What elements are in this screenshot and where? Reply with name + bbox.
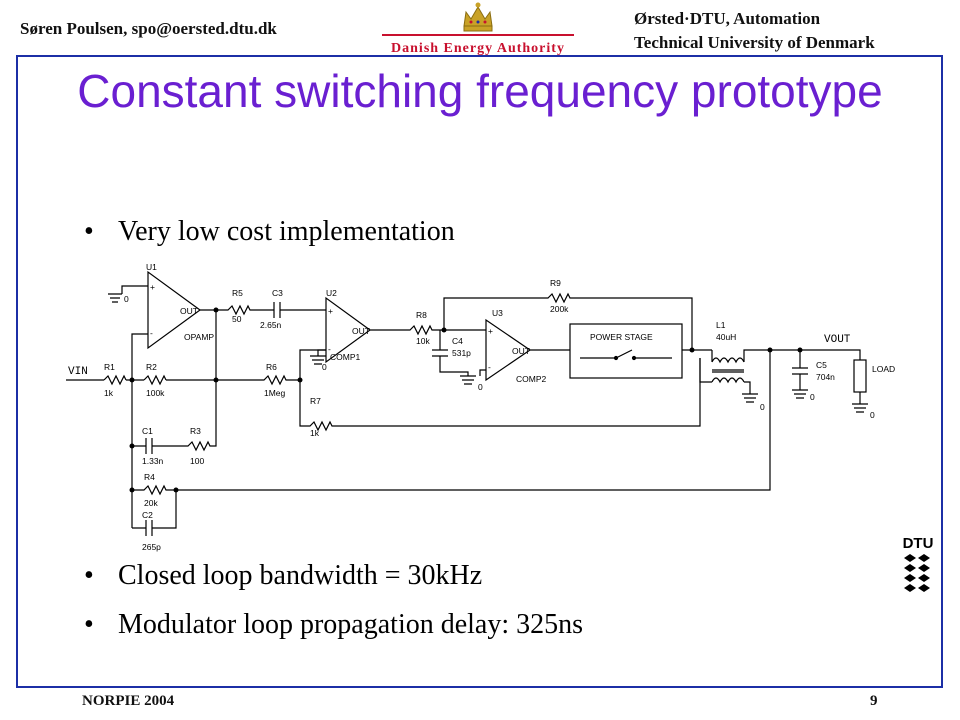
bullet-text: Modulator loop propagation delay: 325ns [118,609,584,640]
comparator-u2: U2 + - OUT COMP1 [325,288,372,364]
svg-text:R4: R4 [144,472,155,482]
svg-text:0: 0 [760,402,765,412]
resistor-r8 [370,324,480,336]
svg-text:L1: L1 [716,320,726,330]
svg-text:+: + [328,306,333,316]
net-label-vin: VIN [68,366,88,378]
capacitor-c3 [266,302,326,318]
svg-text:DTU: DTU [903,535,934,552]
svg-text:OUT: OUT [352,326,370,336]
svg-text:LOAD: LOAD [872,364,895,374]
logo-text: Danish Energy Authority [391,41,565,56]
svg-text:200k: 200k [550,304,569,314]
svg-text:100k: 100k [146,388,165,398]
svg-text:OUT: OUT [512,346,530,356]
svg-text:U2: U2 [326,288,337,298]
footer-conference: NORPIE 2004 [82,693,175,709]
svg-text:OPAMP: OPAMP [184,332,214,342]
svg-text:1k: 1k [310,428,320,438]
svg-text:0: 0 [810,392,815,402]
svg-text:10k: 10k [416,336,430,346]
svg-text:-: - [488,362,491,372]
load-resistor: LOAD [853,359,895,393]
inductor-l1: L1 40uH [711,320,745,384]
svg-text:531p: 531p [452,348,471,358]
svg-text:R6: R6 [266,362,277,372]
svg-text:C5: C5 [816,360,827,370]
resistor-r4 [132,350,771,496]
danish-energy-authority-logo: Danish Energy Authority [382,2,574,56]
ground-icon [108,293,122,303]
svg-text:0: 0 [870,410,875,420]
slide-frame [16,55,943,688]
institution-line-1: Ørsted·DTU, Automation [634,9,821,28]
svg-text:0: 0 [322,362,327,372]
svg-text:20k: 20k [144,498,158,508]
svg-text:C1: C1 [142,426,153,436]
svg-text:40uH: 40uH [716,332,736,342]
svg-text:50: 50 [232,314,242,324]
svg-text:265p: 265p [142,542,161,552]
comparator-u3: U3 + - OUT COMP2 [485,308,547,384]
capacitor-c1-resistor-r3 [132,380,217,454]
svg-text:R2: R2 [146,362,157,372]
net-label-vout: VOUT [824,334,851,346]
resistor-r7 [299,358,701,432]
svg-text:1k: 1k [104,388,114,398]
svg-text:704n: 704n [816,372,835,382]
svg-text:R8: R8 [416,310,427,320]
bullet-item: •Modulator loop propagation delay: 325ns [84,609,584,640]
svg-text:1.33n: 1.33n [142,456,164,466]
capacitor-c5 [792,350,808,399]
author-email: Søren Poulsen, spo@oersted.dtu.dk [20,19,277,38]
svg-text:+: + [150,282,155,292]
svg-text:R3: R3 [190,426,201,436]
crown-icon [463,2,493,32]
resistor-r2 [143,374,167,386]
svg-text:100: 100 [190,456,204,466]
svg-text:COMP1: COMP1 [330,352,361,362]
svg-text:R1: R1 [104,362,115,372]
capacitor-c2 [132,490,177,536]
svg-text:0: 0 [124,294,129,304]
institution-line-2: Technical University of Denmark [634,33,875,52]
resistor-r1 [103,374,127,386]
resistor-r5 [216,304,266,316]
resistor-r9 [443,292,693,350]
slide-title: Constant switching frequency prototype [77,65,883,117]
capacitor-c4 [432,330,476,385]
bullet-item: •Very low cost implementation [84,216,455,247]
svg-text:R9: R9 [550,278,561,288]
svg-text:C3: C3 [272,288,283,298]
svg-text:C2: C2 [142,510,153,520]
opamp-u1: U1 + - OUT OPAMP [146,262,214,350]
circuit-schematic: U1 + - OUT OPAMP 0 VIN R1 1k R2 100k R5 … [66,262,895,552]
svg-text:R5: R5 [232,288,243,298]
power-stage-block: POWER STAGE [569,323,683,379]
resistor-r6 [216,349,326,386]
svg-text:1Meg: 1Meg [264,388,286,398]
svg-text:U3: U3 [492,308,503,318]
svg-text:+: + [488,326,493,336]
page-number: 9 [870,693,878,709]
bullet-item: •Closed loop bandwidth = 30kHz [84,560,483,591]
svg-text:2.65n: 2.65n [260,320,282,330]
bullet-text: Closed loop bandwidth = 30kHz [118,560,483,591]
svg-text:U1: U1 [146,262,157,272]
dtu-logo: DTU [896,532,940,600]
svg-text:R7: R7 [310,396,321,406]
svg-text:OUT: OUT [180,306,198,316]
bullet-text: Very low cost implementation [118,216,455,247]
svg-text:-: - [150,328,153,338]
svg-text:POWER STAGE: POWER STAGE [590,332,653,342]
svg-text:-: - [328,344,331,354]
svg-text:COMP2: COMP2 [516,374,547,384]
svg-text:0: 0 [478,382,483,392]
svg-text:C4: C4 [452,336,463,346]
